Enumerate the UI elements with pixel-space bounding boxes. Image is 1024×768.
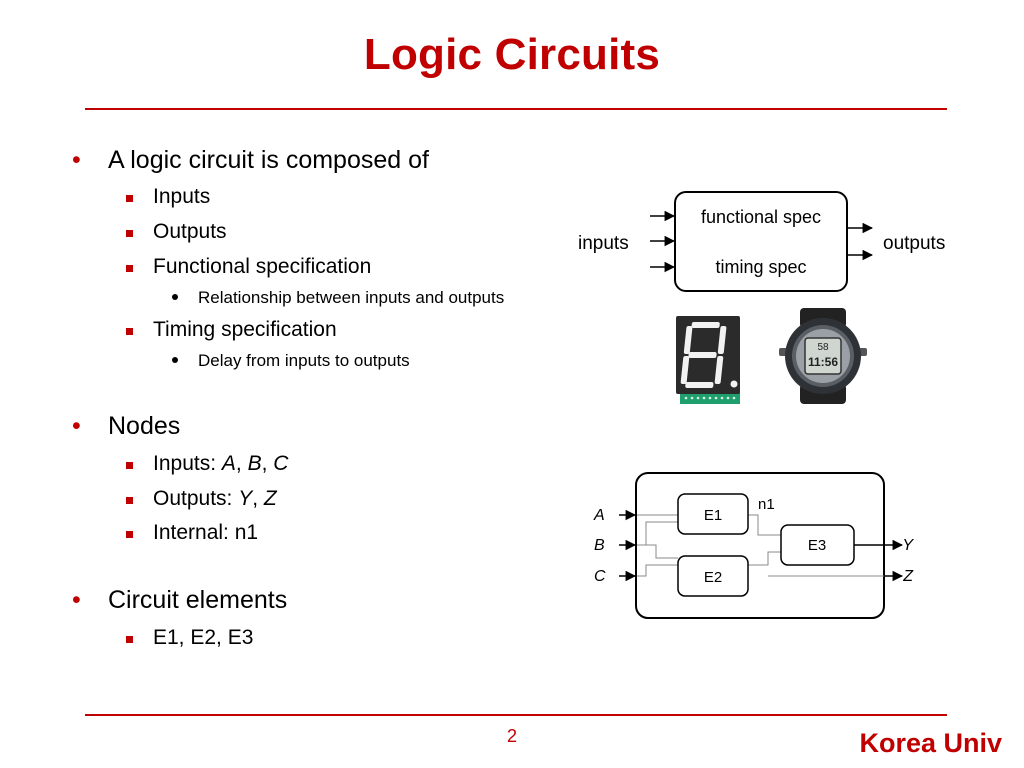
block-e3-label: E3: [808, 537, 826, 554]
bottom-divider: [85, 714, 947, 716]
square-bullet-icon: [126, 195, 133, 202]
square-bullet-icon: [126, 636, 133, 643]
node-n1-label: n1: [758, 496, 775, 513]
input-c-label: C: [594, 568, 606, 585]
square-bullet-icon: [126, 497, 133, 504]
block-e2: [677, 555, 749, 597]
outputs-label: outputs: [883, 233, 945, 254]
timing-spec-label: timing spec: [715, 257, 806, 277]
bullet-dot-icon: •: [72, 146, 81, 174]
circuit-diagram: E1 E2 E3 n1 A B C Y Z: [593, 472, 914, 619]
watch-display-top: 58: [817, 342, 829, 353]
block-e2-label: E2: [704, 569, 722, 586]
output-y-label: Y: [902, 537, 914, 554]
slide-title: Logic Circuits: [363, 30, 661, 79]
square-bullet-icon: [126, 531, 133, 538]
square-bullet-icon: [126, 230, 133, 237]
digital-watch-image: 58 11:56: [779, 308, 867, 404]
round-bullet-icon: [172, 357, 178, 363]
output-z-label: Z: [902, 568, 914, 585]
seven-segment-display-image: [676, 316, 740, 404]
round-bullet-icon: [172, 294, 178, 300]
block-e1: [677, 493, 749, 535]
block-e3: [780, 524, 855, 566]
bullet-dot-icon: •: [72, 412, 81, 440]
circuit-wires: [637, 514, 892, 577]
page-number: 2: [506, 726, 517, 746]
bullet-dot-icon: •: [72, 586, 81, 614]
block-e1-label: E1: [704, 507, 722, 524]
functional-spec-label: functional spec: [701, 207, 821, 227]
square-bullet-icon: [126, 462, 133, 469]
brand-label: Korea Univ: [859, 728, 1002, 758]
watch-display-time: 11:56: [808, 355, 838, 369]
input-a-label: A: [593, 507, 605, 524]
square-bullet-icon: [126, 265, 133, 272]
square-bullet-icon: [126, 328, 133, 335]
inputs-label: inputs: [578, 233, 629, 254]
input-b-label: B: [594, 537, 605, 554]
top-divider: [85, 108, 947, 110]
block-diagram: inputs outputs functional spec timing sp…: [578, 191, 945, 292]
